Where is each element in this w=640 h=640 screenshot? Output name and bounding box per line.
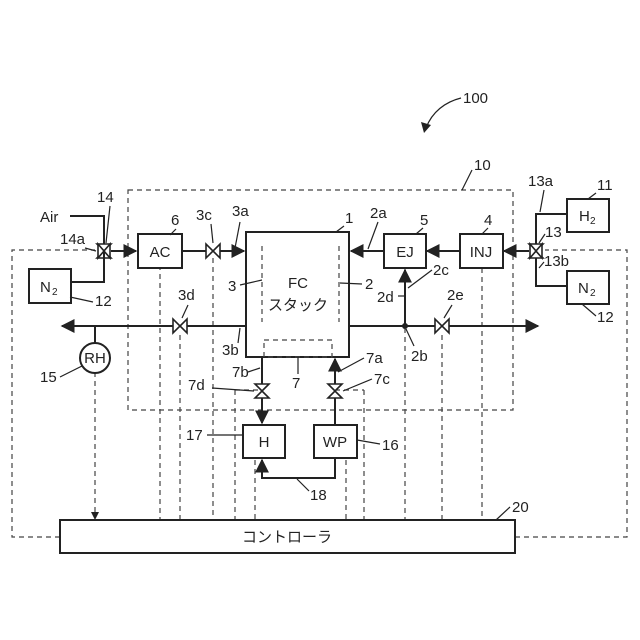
controller-ref-20: 20: [512, 499, 529, 516]
valve-ref-13: 13: [545, 224, 562, 241]
line-ref-2c: 2c: [433, 262, 449, 279]
rh-signal-arrowhead: [91, 512, 99, 520]
n2-right-leader: [582, 304, 596, 316]
ej-label: EJ: [396, 244, 414, 261]
valve-7c: [328, 384, 342, 398]
line-3a-leader: [235, 222, 240, 248]
ac-ref-6: 6: [171, 212, 179, 229]
inj-ref-4: 4: [484, 212, 492, 229]
valve-3c: [206, 244, 220, 258]
line-2c-leader: [408, 270, 432, 288]
system-ref-100: 100: [463, 90, 488, 107]
controller-ref-leader: [496, 507, 510, 520]
anode-ref-2: 2: [365, 276, 373, 293]
coolant-18-leader: [297, 479, 309, 491]
wp-label: WP: [323, 434, 347, 451]
system-ref-leader: [426, 98, 461, 128]
fc-stack-label-1: FC: [288, 275, 308, 292]
cathode-ref-3: 3: [228, 278, 236, 295]
ej-ref-5: 5: [420, 212, 428, 229]
valve-ref-7c: 7c: [374, 371, 390, 388]
fc-stack-label-2: スタック: [268, 297, 328, 314]
junction-dot: [402, 323, 408, 329]
rh-label: RH: [84, 350, 106, 367]
line-ref-7b: 7b: [232, 364, 249, 381]
controller-label: コントローラ: [242, 529, 332, 546]
line-ref-3b: 3b: [222, 342, 239, 359]
n2-right-subscript: 2: [590, 288, 596, 299]
h2-ref-11: 11: [597, 177, 613, 194]
valve-ref-3d: 3d: [178, 287, 195, 304]
n2-right-label: N: [578, 280, 589, 297]
line-3b-leader: [238, 328, 240, 343]
system-ref-arrowhead: [421, 122, 431, 133]
valve-2e-leader: [444, 305, 452, 318]
h2-label: H: [579, 208, 590, 225]
wp-ref-16: 16: [382, 437, 399, 454]
coolant-line-18: [262, 458, 335, 478]
rh-ref-15: 15: [40, 369, 57, 386]
valve-7d: [255, 384, 269, 398]
valve-3d: [173, 319, 187, 333]
valve-2e: [435, 319, 449, 333]
rh-ref-leader: [60, 366, 82, 377]
line-2b-leader: [406, 329, 414, 346]
region-ref-10: 10: [474, 157, 491, 174]
line-ref-2d: 2d: [377, 289, 394, 306]
valve-ref-3c: 3c: [196, 207, 212, 224]
inj-label: INJ: [470, 244, 493, 261]
ac-label: AC: [150, 244, 171, 261]
n2-ref-12-left: 12: [95, 293, 112, 310]
line-ref-2b: 2b: [411, 348, 428, 365]
region-ref-leader: [462, 170, 472, 190]
heater-label: H: [259, 434, 270, 451]
valve-ref-2e: 2e: [447, 287, 464, 304]
valve-ref-14: 14: [97, 189, 114, 206]
valve-14-leader: [106, 206, 110, 243]
n2-left-label: N: [40, 279, 51, 296]
line-ref-14a: 14a: [60, 231, 86, 248]
valve-3c-leader: [211, 224, 213, 243]
line-ref-13b: 13b: [544, 253, 569, 270]
line-2a-leader: [368, 222, 378, 249]
h2-subscript: 2: [590, 216, 596, 227]
n2-left-leader: [70, 297, 93, 302]
heater-ref-17: 17: [186, 427, 203, 444]
coolant-ref-18: 18: [310, 487, 327, 504]
stack-ref-1: 1: [345, 210, 353, 227]
n2-ref-12-right: 12: [597, 309, 614, 326]
valve-7c-leader: [343, 379, 372, 391]
wp-ref-leader: [357, 440, 380, 444]
line-13a-leader: [540, 190, 544, 212]
line-ref-2a: 2a: [370, 205, 387, 222]
valve-ref-7d: 7d: [188, 377, 205, 394]
line-ref-3a: 3a: [232, 203, 249, 220]
coolant-ref-7: 7: [292, 375, 300, 392]
valve-3d-leader: [182, 305, 188, 318]
line-7b-leader: [248, 368, 260, 372]
line-7a-leader: [338, 358, 364, 372]
line-ref-13a: 13a: [528, 173, 554, 190]
air-label: Air: [40, 209, 58, 226]
line-ref-7a: 7a: [366, 350, 383, 367]
n2-left-subscript: 2: [52, 287, 58, 298]
